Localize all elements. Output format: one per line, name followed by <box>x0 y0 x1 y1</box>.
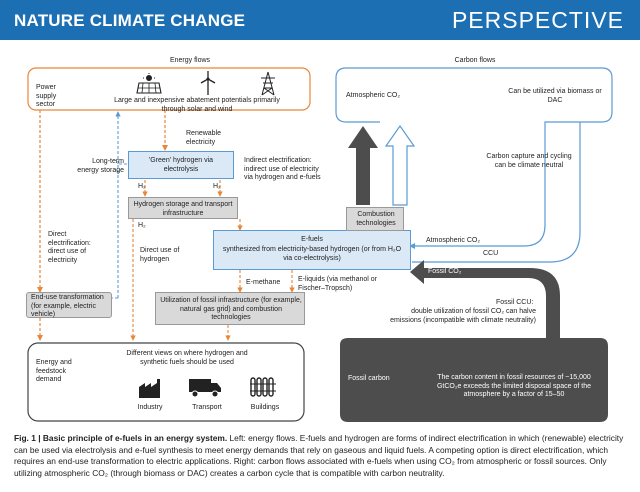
fossil-ccu-title: Fossil CCU: <box>496 299 534 306</box>
renewable-electricity-label: Renewable electricity <box>186 130 222 146</box>
long-term-storage-line <box>117 163 152 298</box>
caption-text: Left: energy flows. E-fuels and hydrogen… <box>14 433 624 478</box>
solar-panel-icon <box>136 73 162 94</box>
biomass-dac-label: Can be utilized via biomass or DAC <box>508 88 602 104</box>
e-methane-label: E-methane <box>246 279 281 286</box>
power-supply-text: Large and inexpensive abatement potentia… <box>114 97 280 113</box>
section-label: PERSPECTIVE <box>451 7 624 33</box>
fossil-infra-box: Utilization of fossil infrastructure (fo… <box>155 292 305 325</box>
fossil-co2-label: Fossil CO₂ <box>428 268 462 275</box>
header-banner: NATURE CLIMATE CHANGE PERSPECTIVE <box>0 0 640 40</box>
carbon-box-left <box>335 67 380 123</box>
efuels-box: E-fuels synthesized from electricity-bas… <box>213 230 411 270</box>
journal-title: NATURE CLIMATE CHANGE <box>14 11 246 30</box>
fossil-carbon-label: Fossil carbon <box>348 375 390 382</box>
end-use-label: End-use transformation (for example, ele… <box>31 294 104 318</box>
fossil-ccu-text: double utilization of fossil CO₂ can hal… <box>390 308 536 324</box>
hydrogen-storage-label: Hydrogen storage and transport infrastru… <box>133 201 233 217</box>
transport-label: Transport <box>192 404 222 411</box>
indirect-electrification-label: Indirect electrification: indirect use o… <box>244 157 321 181</box>
fossil-co2-arrow <box>410 260 560 338</box>
carbon-capture-label: Carbon capture and cycling can be climat… <box>486 153 572 169</box>
wind-turbine-icon <box>200 71 216 95</box>
green-hydrogen-box: 'Green' hydrogen via electrolysis <box>128 151 234 179</box>
combustion-box: Combustion technologies <box>346 207 404 231</box>
transmission-tower-icon <box>261 71 275 96</box>
combustion-label: Combustion technologies <box>356 211 396 227</box>
h2-label-left: H₂ <box>138 183 146 190</box>
atmospheric-co2-label: Atmospheric CO₂ <box>346 92 401 99</box>
efuels-text: synthesized from electricity-based hydro… <box>222 246 402 262</box>
power-supply-box <box>27 67 311 111</box>
energy-flows-title: Energy flows <box>169 57 211 64</box>
industry-label: Industry <box>137 404 163 411</box>
fossil-carbon-shape <box>340 338 608 422</box>
radiator-icon <box>250 377 276 397</box>
efuels-title: E-fuels <box>301 236 323 243</box>
ccu-label: CCU <box>483 250 499 257</box>
end-use-box: End-use transformation (for example, ele… <box>26 292 112 318</box>
buildings-label: Buildings <box>250 404 280 411</box>
atmospheric-co2-small-label: Atmospheric CO₂ <box>426 237 481 244</box>
green-hydrogen-label: 'Green' hydrogen via electrolysis <box>148 157 214 173</box>
carbon-cycle-outline <box>346 67 613 249</box>
figure-caption: Fig. 1 | Basic principle of e-fuels in a… <box>14 433 626 479</box>
fossil-resources-text: The carbon content in fossil resources o… <box>436 374 592 398</box>
h2-label-right: H₂ <box>213 183 221 190</box>
carbon-flows-title: Carbon flows <box>454 57 496 64</box>
e-liquids-label: E-liquids (via methanol or Fischer–Trops… <box>298 276 377 292</box>
long-term-storage-label: Long-term energy storage <box>77 158 124 174</box>
h2-label-lower: H₂ <box>138 222 146 229</box>
hollow-up-arrow <box>384 124 416 206</box>
direct-use-hydrogen-label: Direct use of hydrogen <box>140 247 180 263</box>
emission-up-arrow <box>348 126 378 205</box>
truck-icon <box>189 379 221 398</box>
carbon-cycle-inner <box>412 122 581 263</box>
power-supply-label: Power supply sector <box>36 84 57 108</box>
hydrogen-storage-box: Hydrogen storage and transport infrastru… <box>128 197 238 219</box>
direct-electrification-label: Direct electrification: direct use of el… <box>48 231 91 264</box>
factory-icon <box>139 379 160 398</box>
demand-label: Energy and feedstock demand <box>36 359 72 383</box>
demand-text: Different views on where hydrogen and sy… <box>126 350 248 366</box>
caption-title: Fig. 1 | Basic principle of e-fuels in a… <box>14 433 228 443</box>
fossil-infra-label: Utilization of fossil infrastructure (fo… <box>160 297 302 321</box>
demand-box <box>27 342 305 422</box>
